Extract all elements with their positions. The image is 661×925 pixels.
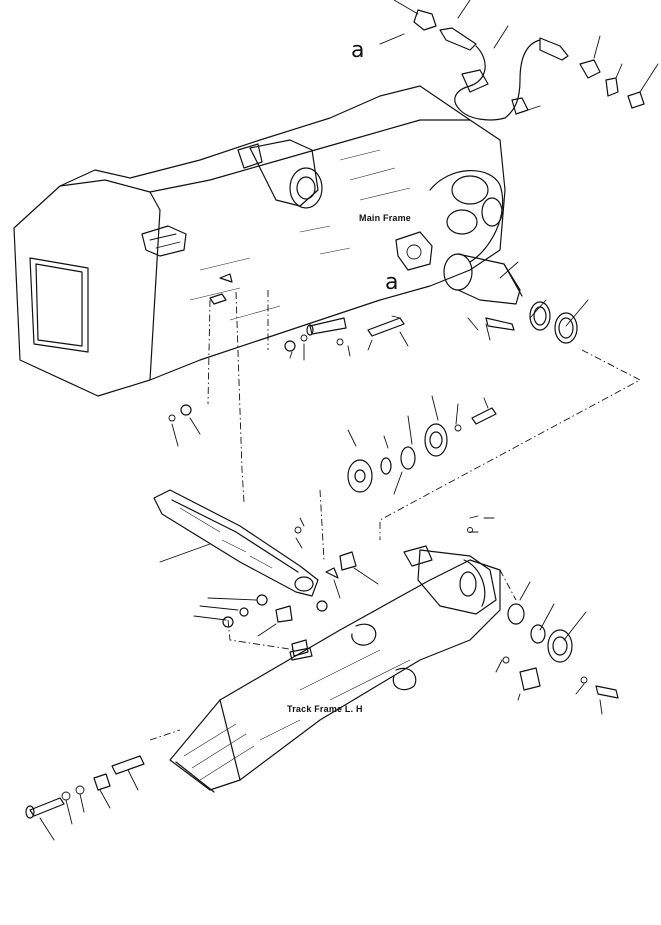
washer-stack bbox=[347, 395, 497, 495]
center-lines bbox=[149, 290, 641, 741]
track-frame-label: Track Frame L. H bbox=[287, 704, 363, 714]
pivot-shaft bbox=[443, 253, 589, 344]
reference-a-mid: a bbox=[385, 270, 399, 295]
small-parts-left bbox=[168, 273, 233, 447]
main-frame-label: Main Frame bbox=[359, 213, 412, 223]
bottom-bolt-set bbox=[25, 755, 145, 841]
track-frame bbox=[169, 545, 501, 793]
equalizer-bar bbox=[153, 489, 319, 597]
pin-set-upper bbox=[284, 315, 409, 361]
hose-assembly bbox=[379, 0, 659, 121]
small-parts-cluster bbox=[193, 515, 495, 657]
main-frame bbox=[13, 85, 506, 397]
reference-a-top: a bbox=[351, 38, 365, 63]
right-parts bbox=[495, 581, 619, 715]
